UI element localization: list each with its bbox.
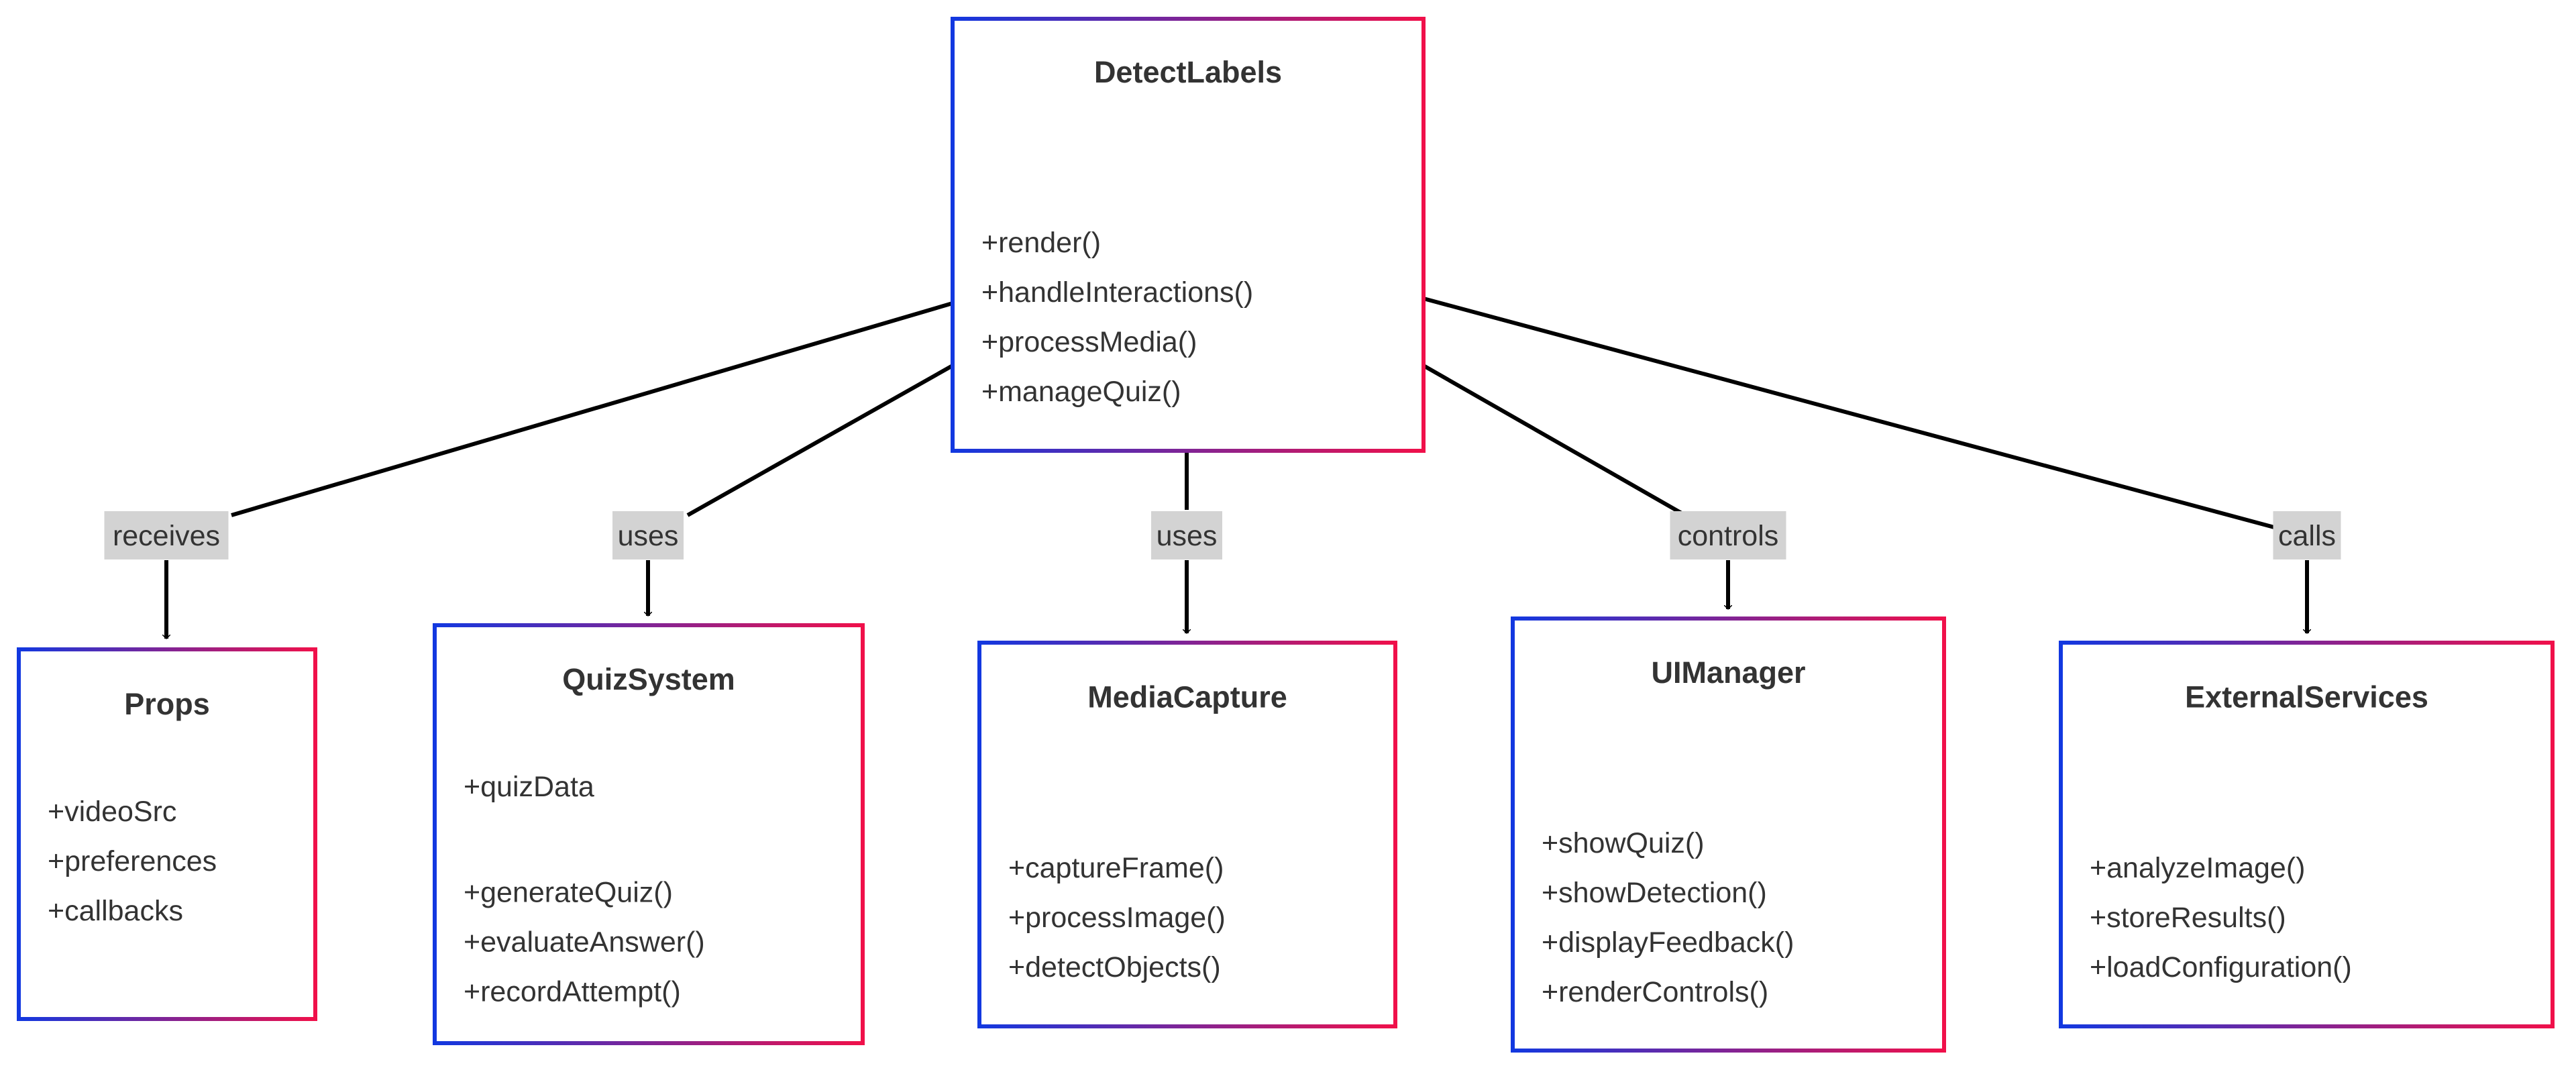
class-method: +captureFrame() — [1008, 852, 1224, 884]
class-method: +recordAttempt() — [464, 976, 681, 1008]
relation-line-detectlabels-quizsystem — [686, 364, 954, 517]
class-box — [2059, 641, 2555, 1028]
class-props: Props +videoSrc +preferences +callbacks — [17, 647, 317, 1021]
class-method: +processMedia() — [981, 326, 1197, 358]
class-box — [1511, 617, 1946, 1053]
class-attribute: +quizData — [464, 771, 594, 803]
class-method: +evaluateAnswer() — [464, 926, 705, 959]
relation-label-calls: calls — [2273, 511, 2341, 559]
relation-line-detectlabels-externalservices — [1423, 297, 2275, 529]
relation-label-background — [1151, 511, 1222, 559]
relation-label-receives: receives — [104, 511, 229, 559]
class-method: +showDetection() — [1542, 877, 1767, 909]
class-method: +processImage() — [1008, 902, 1226, 934]
class-method: +generateQuiz() — [464, 877, 673, 909]
relation-label-text: uses — [618, 520, 679, 552]
class-name: Props — [124, 687, 210, 721]
class-uimanager: UIManager +showQuiz() +showDetection() +dis… — [1511, 617, 1946, 1053]
relation-label-text: uses — [1157, 520, 1218, 552]
class-method: +manageQuiz() — [981, 376, 1181, 408]
relation-label-uses: uses — [1151, 511, 1222, 559]
relation-label-background — [104, 511, 229, 559]
class-name: MediaCapture — [1087, 680, 1287, 714]
class-detectlabels: DetectLabels +render() +handleInteractions… — [951, 17, 1426, 453]
relation-label-text: receives — [113, 520, 220, 552]
relation-label-controls: controls — [1670, 511, 1786, 559]
relation-line-detectlabels-props — [231, 301, 953, 517]
relation-labels-layer: receives uses uses controls calls — [104, 511, 2341, 559]
classes-layer: DetectLabels +render() +handleInteractions… — [17, 17, 2555, 1053]
class-attribute: +videoSrc — [48, 796, 176, 828]
class-method: +detectObjects() — [1008, 951, 1221, 983]
class-quizsystem: QuizSystem +quizData +generateQuiz() +evalu… — [433, 623, 865, 1045]
class-box — [951, 17, 1426, 453]
class-method: +storeResults() — [2090, 902, 2286, 934]
class-name: ExternalServices — [2185, 680, 2428, 714]
class-name: UIManager — [1651, 655, 1805, 690]
class-box — [17, 647, 317, 1021]
class-name: QuizSystem — [562, 662, 735, 696]
relation-label-text: calls — [2278, 520, 2336, 552]
class-externalservices: ExternalServices +analyzeImage() +storeRes… — [2059, 641, 2555, 1028]
class-box — [433, 623, 865, 1045]
relation-label-background — [1670, 511, 1786, 559]
relation-label-uses: uses — [612, 511, 684, 559]
relation-line-detectlabels-uimanager — [1422, 364, 1686, 517]
class-name: DetectLabels — [1094, 55, 1282, 89]
class-attribute: +preferences — [48, 845, 217, 877]
class-method: +render() — [981, 227, 1101, 259]
class-mediacapture: MediaCapture +captureFrame() +processImage… — [977, 641, 1397, 1028]
class-method: +displayFeedback() — [1542, 926, 1794, 959]
relation-label-background — [2273, 511, 2341, 559]
class-method: +handleInteractions() — [981, 276, 1253, 309]
relation-label-background — [612, 511, 684, 559]
relations-layer — [166, 297, 2307, 639]
class-attribute: +callbacks — [48, 895, 183, 927]
relation-label-text: controls — [1678, 520, 1779, 552]
class-method: +showQuiz() — [1542, 827, 1705, 859]
class-method: +analyzeImage() — [2090, 852, 2305, 884]
class-method: +loadConfiguration() — [2090, 951, 2352, 983]
class-method: +renderControls() — [1542, 976, 1768, 1008]
class-box — [977, 641, 1397, 1028]
